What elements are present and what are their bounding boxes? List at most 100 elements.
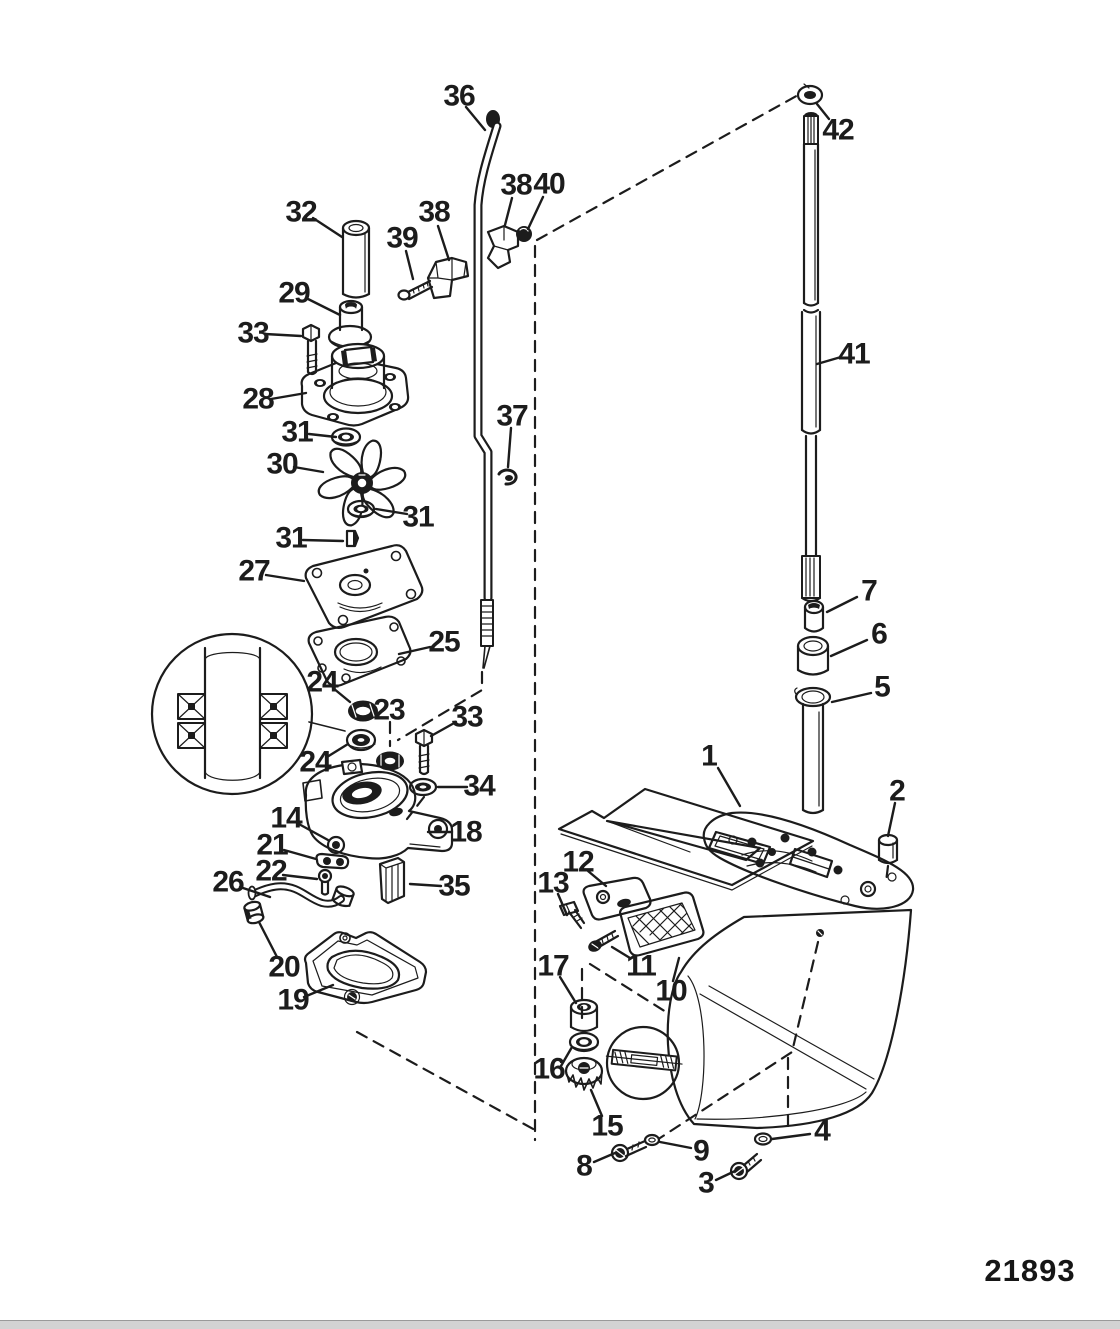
- leader-line-33-35: [263, 332, 303, 338]
- leader-line-26-26: [238, 885, 272, 899]
- leader-line-42-46: [815, 102, 831, 121]
- callout-label-36-39: 36: [443, 80, 475, 113]
- leader-line-21-20: [282, 848, 318, 861]
- leader-line-28-28: [269, 391, 308, 401]
- dashed-line-2: [355, 1030, 537, 1132]
- part-pump-base: [243, 758, 454, 925]
- callout-label-32-34: 32: [285, 196, 317, 229]
- callout-label-18-17: 18: [450, 816, 482, 849]
- dashed-line-10: [884, 864, 890, 884]
- callout-label-26-26: 26: [212, 866, 244, 899]
- leader-line-27-27: [264, 573, 306, 583]
- leader-line-4-3: [770, 1132, 812, 1141]
- callout-label-6-5: 6: [871, 618, 887, 651]
- callout-label-12-11: 12: [562, 846, 594, 879]
- alignment-dashed-lines: [355, 92, 890, 1142]
- callout-label-21-20: 21: [256, 829, 288, 862]
- callout-label-42-46: 42: [822, 114, 854, 147]
- callout-label-11-10: 11: [626, 950, 656, 983]
- leader-line-17-16: [558, 975, 578, 1005]
- callout-label-20-19: 20: [268, 951, 300, 984]
- leader-line-30-30: [292, 465, 325, 474]
- callout-leader-lines: [238, 102, 897, 1182]
- leader-line-12-11: [586, 869, 608, 888]
- leader-line-31-31: [307, 432, 338, 439]
- leader-line-13-12: [556, 892, 569, 917]
- part-driveshaft: [796, 83, 824, 603]
- parts-artwork: [150, 83, 915, 1181]
- leader-line-10-9: [671, 956, 681, 983]
- leader-line-16-15: [559, 1045, 574, 1068]
- part-pinion-stack: [564, 998, 604, 1091]
- callout-label-38-41: 38: [418, 196, 450, 229]
- leader-line-32-34: [311, 216, 344, 239]
- part-gear-housing: [557, 787, 915, 1130]
- callout-label-27-27: 27: [238, 555, 270, 588]
- callout-label-7-6: 7: [861, 575, 877, 608]
- callout-label-31-32: 31: [402, 501, 434, 534]
- callout-label-25-25: 25: [428, 626, 460, 659]
- callout-label-29-29: 29: [278, 277, 310, 310]
- leader-line-31-32: [374, 507, 409, 516]
- leader-line-38-41: [436, 224, 451, 262]
- leader-line-11-10: [610, 945, 632, 960]
- callout-label-24-23: 24: [306, 666, 339, 699]
- part-drain-screws: [610, 1132, 773, 1181]
- callout-label-3-2: 3: [698, 1167, 714, 1200]
- part-driveshaft-bushings: [794, 599, 832, 815]
- leader-line-35-38: [408, 882, 443, 888]
- part-pump-top: [300, 219, 410, 427]
- leader-line-14-13: [295, 821, 330, 842]
- leader-line-37-40: [506, 426, 513, 469]
- callout-label-38-42: 38: [500, 169, 532, 202]
- leader-line-41-45: [815, 355, 843, 366]
- callout-label-31-33: 31: [275, 522, 307, 555]
- part-shift-shaft: [473, 110, 518, 669]
- part-plate-gasket: [304, 544, 424, 687]
- callout-label-28-28: 28: [242, 383, 274, 416]
- dashed-line-8: [588, 962, 668, 1014]
- callout-label-8-7: 8: [576, 1150, 592, 1183]
- inset-key-detail: [605, 1025, 683, 1101]
- callout-label-15-14: 15: [591, 1110, 623, 1143]
- callout-label-31-31: 31: [281, 416, 313, 449]
- horizontal-scrollbar[interactable]: [0, 1320, 1120, 1329]
- callout-label-33-36: 33: [451, 701, 483, 734]
- leader-line-15-14: [589, 1088, 604, 1118]
- leader-line-6-5: [829, 638, 869, 658]
- callout-label-13-12: 13: [537, 867, 569, 900]
- leader-line-24-24: [325, 742, 350, 759]
- callout-label-14-13: 14: [270, 802, 303, 835]
- leader-line-20-19: [257, 920, 279, 959]
- callout-label-23-22: 23: [373, 694, 405, 727]
- leader-line-7-6: [825, 595, 859, 614]
- callout-label-34-37: 34: [463, 770, 496, 803]
- callout-label-30-30: 30: [266, 448, 298, 481]
- dashed-line-9: [405, 795, 426, 821]
- callout-label-16-15: 16: [533, 1053, 565, 1086]
- callout-label-35-38: 35: [438, 870, 470, 903]
- leader-line-24-23: [331, 686, 352, 704]
- leader-line-25-25: [397, 645, 432, 656]
- leader-line-3-2: [714, 1169, 737, 1182]
- callout-label-5-4: 5: [874, 671, 890, 704]
- dashed-line-5: [396, 670, 484, 742]
- callout-label-19-18: 19: [277, 984, 309, 1017]
- dashed-line-0: [535, 92, 802, 242]
- callout-label-10-9: 10: [655, 975, 687, 1008]
- part-lower-gasket: [303, 931, 428, 1006]
- leader-line-39-43: [404, 249, 415, 281]
- inset-bearing-detail: [150, 632, 346, 796]
- leader-line-33-36: [429, 720, 458, 738]
- part-shift-linkage: [397, 224, 532, 301]
- leader-line-29-29: [304, 296, 342, 317]
- callout-label-1-0: 1: [701, 740, 717, 773]
- dashed-line-3: [658, 940, 820, 1140]
- callout-label-9-8: 9: [693, 1135, 709, 1168]
- leader-line-5-4: [830, 691, 873, 704]
- part-seals: [345, 700, 438, 797]
- callout-label-33-35: 33: [237, 317, 269, 350]
